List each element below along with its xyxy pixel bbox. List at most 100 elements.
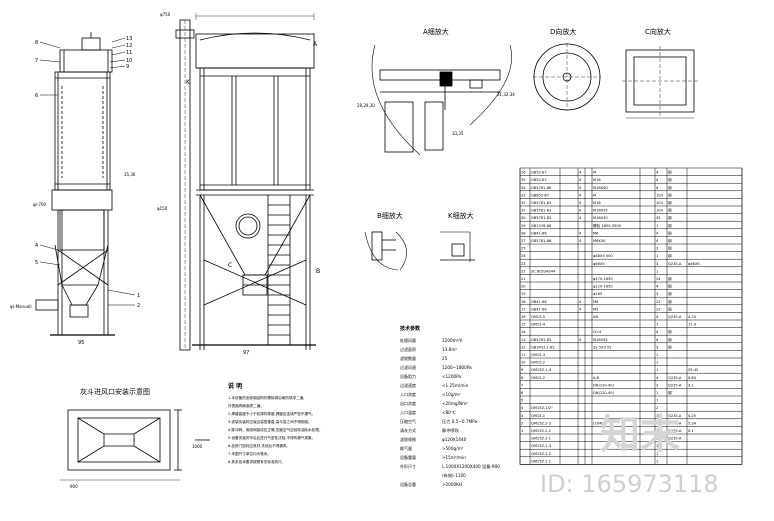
spec-label: 耗气量 [400, 445, 412, 451]
spec-value: <1200Pa [442, 374, 462, 379]
spec-value: 13.6m² [442, 347, 457, 352]
bom-cell: 1 [656, 254, 658, 258]
bom-cell: 4 [579, 300, 582, 304]
bom-cell: GB52-87 [531, 171, 547, 175]
bom-cell: QM15-1 [531, 414, 545, 418]
bom-cell: 钢 [668, 177, 672, 182]
view-d-labels: D向放大 [550, 27, 576, 36]
callout-6: 6 [35, 93, 38, 99]
bom-cell: (1X40) [593, 421, 606, 425]
bom-cell: GB52-87 [531, 178, 547, 182]
bom-cell: M16 [593, 201, 601, 205]
spec-label: 外形尺寸 [400, 463, 416, 469]
bom-cell: 1 [656, 224, 658, 228]
spec-label: 压缩空气 [400, 418, 416, 424]
callout-13: 13 [126, 36, 132, 42]
hopper-inlet-labels: 灰斗进风口安装示意图 900 1000 [70, 387, 203, 489]
callout-1: 1 [137, 293, 140, 299]
front-view-labels: φ750 K A C B φ150 97 [157, 12, 320, 356]
bom-cell: 12 [521, 345, 526, 349]
bom-cell: QM15Z.1-1 [531, 459, 551, 463]
title-view-d: D向放大 [550, 27, 576, 36]
bom-cell: 钢 [668, 291, 672, 296]
bom-cell: QM15Z.1-2 [531, 452, 551, 456]
spec-label: 滤袋规格 [400, 436, 416, 442]
side-view-callouts [39, 37, 136, 306]
bom-cell: 33.5X3.55 [593, 345, 611, 349]
bom-cell: 0.1 [688, 429, 694, 433]
bom-cell: 6 [521, 391, 524, 395]
note-line: 5.设备安装完毕后应进行气密性试验,不得有漏气现象。 [228, 435, 315, 440]
bom-cell: 钢 [668, 215, 672, 220]
bom-cell: SC 8053A044 [531, 269, 556, 273]
spec-label: 设备阻力 [400, 373, 416, 379]
note-line: 8.其余技术要求按照有关标准执行。 [228, 459, 285, 464]
bom-cell: 3 [656, 262, 658, 266]
bom-cell: M16X35 [593, 209, 608, 213]
bom-cell: 24 [521, 254, 526, 258]
bom-cell: 4 [656, 171, 659, 175]
spec-value: <10g/m³ [442, 392, 461, 397]
bom-cell: M6X30 [593, 239, 606, 243]
bom-cell: 1 [656, 437, 658, 441]
bom-cell: 25 [521, 247, 526, 251]
spec-value: φ120X1440 [442, 437, 467, 442]
spec-value: <20mg/Nm³ [442, 401, 468, 406]
bom-cell: 9 [521, 368, 524, 372]
bom-cell: QM15Z.1-3 [531, 444, 551, 448]
bom-cell: 螺栓 1850-3500 [593, 223, 622, 228]
bom-cell: A.B [593, 376, 600, 380]
specs-title: 技术参数 [400, 325, 421, 332]
bom-cell: 4 [579, 239, 582, 243]
bom-cell: M16X40 [593, 186, 608, 190]
bom-cell: φ120-1650 [593, 285, 613, 289]
bom-cell: 104 [656, 201, 664, 205]
bom-cell: M [593, 193, 596, 197]
spec-label: 滤袋数量 [400, 355, 416, 361]
bom-cell: 26 [521, 171, 526, 175]
title-detail-b: B细放大 [377, 211, 403, 220]
bom-cell: Q235-A [668, 383, 682, 387]
bom-cell: 钢 [668, 284, 672, 289]
label-phi750: φ750 [160, 12, 171, 17]
callout-9: 9 [126, 64, 129, 70]
spec-value: <1.25m/min [442, 383, 469, 388]
bom-cell: 2 [656, 406, 658, 410]
bom-cell: 钢 [668, 337, 672, 342]
bom-cell: 3 [656, 247, 658, 251]
bom-cell: QM15-4 [531, 323, 546, 327]
spec-value: >2000KH [442, 482, 462, 487]
bom-cell: 1 [656, 452, 658, 456]
bom-cell: 1 [656, 421, 658, 425]
callout-12: 12 [126, 43, 132, 49]
bom-cell: QM15Z-1/2" [531, 406, 553, 410]
bom-cell: 20 [521, 285, 526, 289]
bom-cell: 钢 [668, 200, 672, 205]
bom-cell: 14 [521, 330, 526, 334]
bom-cell: M16X35 [593, 338, 608, 342]
bom-cell: 1 [656, 459, 658, 463]
view-d [533, 43, 601, 111]
bom-cell: Q235-A [668, 437, 682, 441]
bom-cell: φ46X5 [593, 262, 605, 266]
bom-cell: φ46X5 [688, 262, 700, 266]
bom-cell: φ165 [593, 292, 602, 296]
detail-k [440, 231, 475, 262]
title-hopper-inlet: 灰斗进风口安装示意图 [80, 387, 150, 396]
bom-cell: M6 [593, 300, 599, 304]
bom-cell: 11 [521, 353, 526, 357]
bom-cell: 4 [656, 376, 659, 380]
bom-cell: 钢 [668, 329, 672, 334]
bom-cell: 4 [579, 338, 582, 342]
bom-cell: GB5781-83 [531, 216, 551, 220]
bom-cell: 4 [656, 186, 659, 190]
spec-value: (有效)-1100 [442, 472, 466, 479]
bom-cell: 4 [579, 231, 582, 235]
spec-label: 过滤风速 [400, 364, 416, 370]
bom-cell: φ170-1650 [593, 277, 613, 281]
bom-cell: QM15-2 [531, 361, 545, 365]
bom-cell: 27 [521, 239, 526, 243]
bom-cell: 钢 [668, 223, 672, 228]
spec-value: >15m³/min [442, 455, 466, 460]
bom-cell: QM15Z.2-2 [531, 429, 551, 433]
